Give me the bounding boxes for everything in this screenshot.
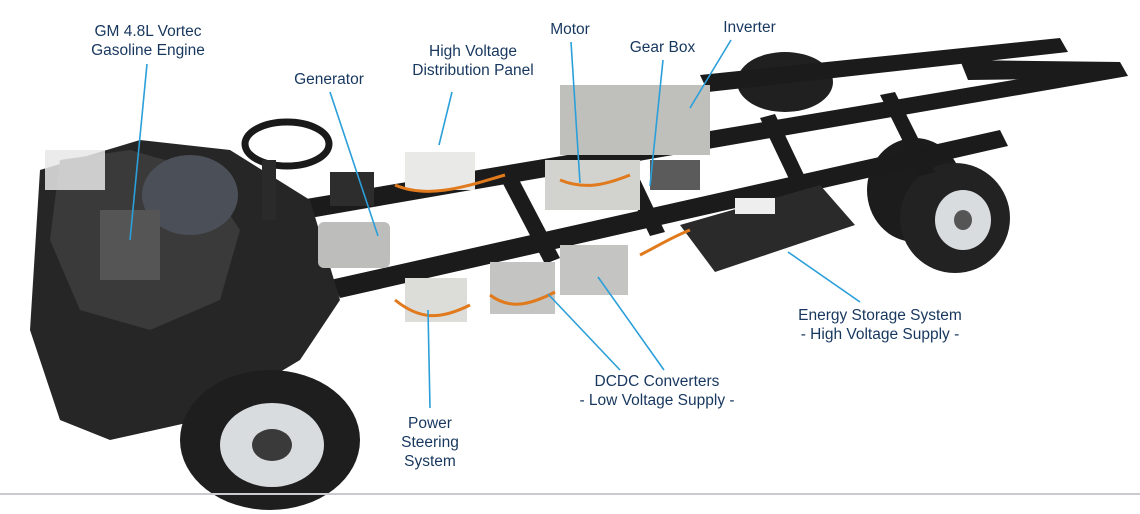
energy-storage-battery [680, 185, 855, 272]
aux-battery [330, 172, 374, 206]
label-motor: Motor [550, 21, 590, 38]
hv-panel-box [405, 152, 475, 190]
label-engine: GM 4.8L Vortec Gasoline Engine [91, 23, 205, 59]
generator-unit [318, 222, 390, 268]
label-hv-panel: High Voltage Distribution Panel [412, 43, 534, 79]
label-energy-storage: Energy Storage System - High Voltage Sup… [798, 307, 962, 343]
hv-cables [394, 173, 691, 318]
gearbox-unit [650, 160, 700, 190]
label-gearbox: Gear Box [629, 39, 696, 56]
front-wheel [180, 370, 360, 510]
footer-rule [0, 493, 1140, 495]
label-power-steering: Power Steering System [401, 415, 459, 470]
leader-lines [129, 39, 861, 409]
chassis-frame [300, 38, 1128, 298]
inverter-box [560, 85, 710, 155]
dcdc-converter-1 [490, 262, 555, 314]
dcdc-converter-2 [560, 245, 628, 295]
steering-wheel [241, 118, 333, 220]
label-dcdc: DCDC Converters - Low Voltage Supply - [579, 373, 735, 409]
label-inverter: Inverter [723, 19, 776, 36]
label-generator: Generator [294, 71, 364, 88]
